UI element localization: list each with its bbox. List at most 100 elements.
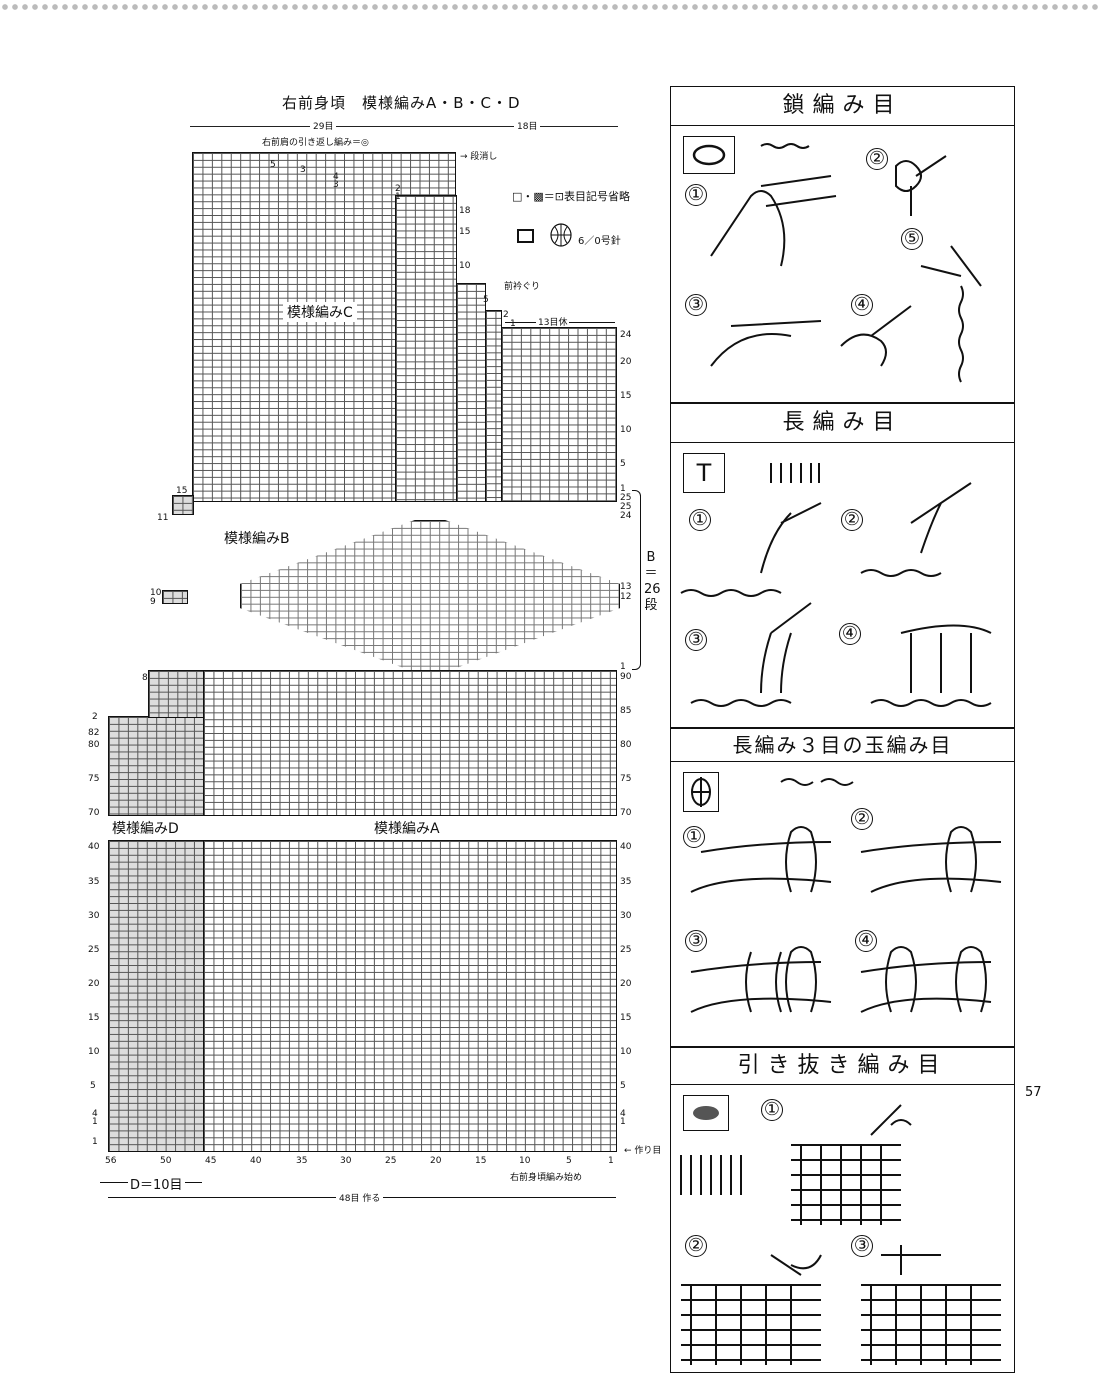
row-num-left: 25 (88, 945, 100, 955)
chart-b-left-stub (162, 590, 188, 604)
chart-title: 右前身頃 模様編みA・B・C・D (282, 94, 521, 112)
row-num-right-upper: 1 (620, 484, 626, 494)
shoulder-step: 5 (483, 295, 489, 305)
shoulder-step: 18 (459, 206, 471, 216)
row-num-right-upper: 24 (620, 330, 632, 340)
step-3: ③ (685, 294, 707, 316)
step-num-left: 8 (142, 673, 148, 683)
row-num-right: 30 (620, 911, 632, 921)
shoulder-step: 2 (503, 310, 509, 320)
row-num-right-mid: 85 (620, 706, 632, 716)
row-num-right: 35 (620, 877, 632, 887)
chain-stitch-panel: ① ② ③ ④ ⑤ (670, 125, 1015, 403)
chart-neck-step-2 (485, 310, 502, 502)
cast-on-label: ← 作り目 (624, 1146, 662, 1156)
row-num-right-upper: 10 (620, 425, 632, 435)
stitch-num: 50 (160, 1156, 172, 1166)
stitch-num: 25 (385, 1156, 397, 1166)
row-num-right-upper: 24 (620, 511, 632, 521)
row-num-left: 35 (88, 877, 100, 887)
stitch-num: 10 (519, 1156, 531, 1166)
row-num-left-mid: 70 (88, 808, 100, 818)
row-num-right: 10 (620, 1047, 632, 1057)
d-width-label: D＝10目 (128, 1174, 185, 1193)
step-num-left: 10 (150, 588, 162, 598)
step-4: ④ (851, 294, 873, 316)
row-num-right-upper: 5 (620, 459, 626, 469)
dc-symbol-box: T (683, 453, 725, 493)
chain-stitch-illustration (710, 143, 982, 383)
b-bracket (632, 490, 641, 670)
stitch-num: 45 (205, 1156, 217, 1166)
shoulder-step: 3 (333, 180, 339, 190)
row-num-right: 1 (620, 1117, 626, 1127)
row-num-right: 25 (620, 945, 632, 955)
width-left-label: 29目 (310, 119, 337, 132)
row-num-right: 20 (620, 979, 632, 989)
row-num-right-mid: 90 (620, 672, 632, 682)
neck-label: 前衿ぐり (504, 282, 541, 292)
slip-symbol-box (683, 1095, 729, 1131)
double-crochet-title: 長編み目 (670, 403, 1015, 443)
shoulder-step: 10 (459, 261, 471, 271)
row-num-left: 1 (92, 1117, 98, 1127)
row-num-left: 15 (88, 1013, 100, 1023)
step-2: ② (841, 509, 863, 531)
step-4: ④ (855, 930, 877, 952)
step-3: ③ (851, 1235, 873, 1257)
pattern-d-label-top: 模様編みD (108, 818, 183, 838)
step-2: ② (866, 148, 888, 170)
step-3: ③ (685, 930, 707, 952)
slip-stitch-title: 引き抜き編み目 (670, 1047, 1015, 1085)
pattern-a-label: 模様編みA (370, 818, 444, 838)
row-num-left: 40 (88, 842, 100, 852)
double-crochet-illustration (680, 463, 992, 707)
shoulder-step: 3 (300, 165, 306, 175)
bobble-needle-label: 6／0号針 (578, 236, 621, 247)
chart-middle-shaded-grid (108, 716, 204, 816)
bobble-illustration (690, 778, 1002, 1013)
b-rows-label: B＝26段 (644, 550, 661, 613)
neck-count: 13目休 (536, 315, 570, 328)
bobble-panel: ① ② ③ ④ (670, 761, 1015, 1047)
row-num-right-mid: 75 (620, 774, 632, 784)
shoulder-step: 1 (510, 319, 516, 329)
dan-keshi-label: → 段消し (460, 152, 498, 162)
stitch-num: 5 (566, 1156, 572, 1166)
stitch-num: 40 (250, 1156, 262, 1166)
row-num-left: 10 (88, 1047, 100, 1057)
stitch-num: 35 (296, 1156, 308, 1166)
row-num-left: 20 (88, 979, 100, 989)
shoulder-step: 15 (459, 227, 471, 237)
page-number: 57 (1025, 1085, 1042, 1100)
row-num-right-b: 1 (620, 662, 626, 672)
double-crochet-panel: T ① ② ③ ④ (670, 442, 1015, 728)
chart-pattern-b-diamond (240, 520, 620, 672)
step-3: ③ (685, 629, 707, 651)
chart-pattern-d-grid (108, 840, 204, 1152)
stitch-num: 1 (608, 1156, 614, 1166)
row-num-right-mid: 70 (620, 808, 632, 818)
stitch-num: 56 (105, 1156, 117, 1166)
row-num-left-mid: 75 (88, 774, 100, 784)
chart-pattern-a-grid (203, 840, 617, 1152)
shoulder-step: 4 (333, 172, 339, 182)
row-num-right-upper: 25 (620, 493, 632, 503)
step-2: ② (685, 1235, 707, 1257)
chart-upper-right-grid (501, 327, 617, 502)
step-num-left: 15 (176, 486, 188, 496)
chain-stitch-title: 鎖編み目 (670, 86, 1015, 126)
row-num-left: 4 (92, 1109, 98, 1119)
row-num-right: 5 (620, 1081, 626, 1091)
width-right-label: 18目 (514, 119, 541, 132)
row-num-right-mid: 80 (620, 740, 632, 750)
step-1: ① (689, 509, 711, 531)
step-5: ⑤ (901, 228, 923, 250)
pattern-c-label: 模様編みC (283, 302, 357, 322)
step-num-left: 2 (92, 712, 98, 722)
chart-armhole-step (172, 495, 194, 515)
stitch-num: 15 (475, 1156, 487, 1166)
step-1: ① (685, 184, 707, 206)
bobble-legend-box (517, 229, 534, 243)
shoulder-step: 5 (270, 160, 276, 170)
